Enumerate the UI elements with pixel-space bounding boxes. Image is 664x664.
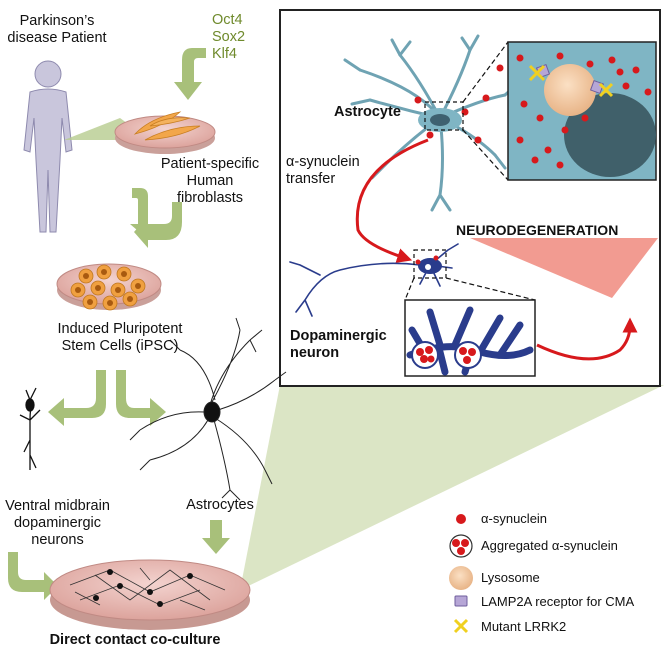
legend-aggregated: Aggregated α-synuclein bbox=[481, 538, 618, 553]
factor-list: Oct4 Sox2 Klf4 bbox=[212, 12, 262, 63]
aggregate-icon bbox=[449, 534, 473, 558]
receptor-icon bbox=[454, 595, 468, 607]
degeneration-arrow-icon bbox=[536, 317, 638, 361]
legend-lrrk2: Mutant LRRK2 bbox=[481, 619, 567, 634]
coculture-label: Direct contact co-culture bbox=[49, 632, 221, 648]
factor-oct4: Oct4 bbox=[212, 12, 243, 28]
legend-synuclein: α-synuclein bbox=[481, 511, 548, 526]
astrocyte-label: Astrocyte bbox=[334, 104, 401, 120]
transfer-label: α-synuclein transfer bbox=[286, 154, 360, 187]
astrocytes-label: Astrocytes bbox=[186, 497, 254, 513]
neuron-to-coculture-arrow-icon bbox=[8, 552, 58, 600]
factor-sox2: Sox2 bbox=[212, 29, 246, 45]
x-mark-icon bbox=[453, 618, 469, 634]
patient-label: Parkinson’s disease Patient bbox=[7, 13, 107, 46]
legend-lysosome: Lysosome bbox=[481, 570, 540, 585]
coculture-dish-icon bbox=[49, 559, 251, 630]
factor-klf4: Klf4 bbox=[212, 46, 237, 62]
legend-lamp2a: LAMP2A receptor for CMA bbox=[481, 594, 635, 609]
astrocyte-to-coculture-arrow-icon bbox=[202, 520, 230, 554]
lysosome-icon bbox=[449, 566, 473, 590]
small-neuron-icon bbox=[19, 387, 41, 470]
neurodegeneration-label: NEURODEGENERATION bbox=[456, 222, 619, 238]
projection-wedge bbox=[240, 385, 664, 590]
dopaminergic-neurons-label: Ventral midbrain dopaminergic neurons bbox=[5, 498, 110, 548]
ipsc-to-neuron-arrow-icon bbox=[48, 370, 106, 426]
fibroblast-dish-icon bbox=[114, 111, 216, 154]
neurodegeneration-wedge bbox=[470, 238, 658, 298]
astrocyte-zoom-box bbox=[507, 41, 657, 181]
red-dot-icon bbox=[456, 514, 466, 524]
ipsc-label: Induced Pluripotent Stem Cells (iPSC) bbox=[57, 321, 183, 354]
legend-icons bbox=[449, 514, 473, 634]
ipsc-dish-icon bbox=[56, 263, 162, 311]
neuron-zoom-box bbox=[404, 299, 536, 377]
patient-silhouette-icon bbox=[23, 60, 73, 233]
large-astrocyte-icon bbox=[129, 317, 287, 501]
reprogramming-arrow-icon bbox=[174, 48, 206, 100]
dopaminergic-neuron-label: Dopaminergic neuron bbox=[290, 328, 387, 361]
fibroblasts-label: Patient-specific Human fibroblasts bbox=[160, 156, 260, 206]
synuclein-transfer-arrow-icon bbox=[355, 138, 429, 263]
ipsc-to-astrocyte-arrow-icon bbox=[116, 370, 166, 426]
